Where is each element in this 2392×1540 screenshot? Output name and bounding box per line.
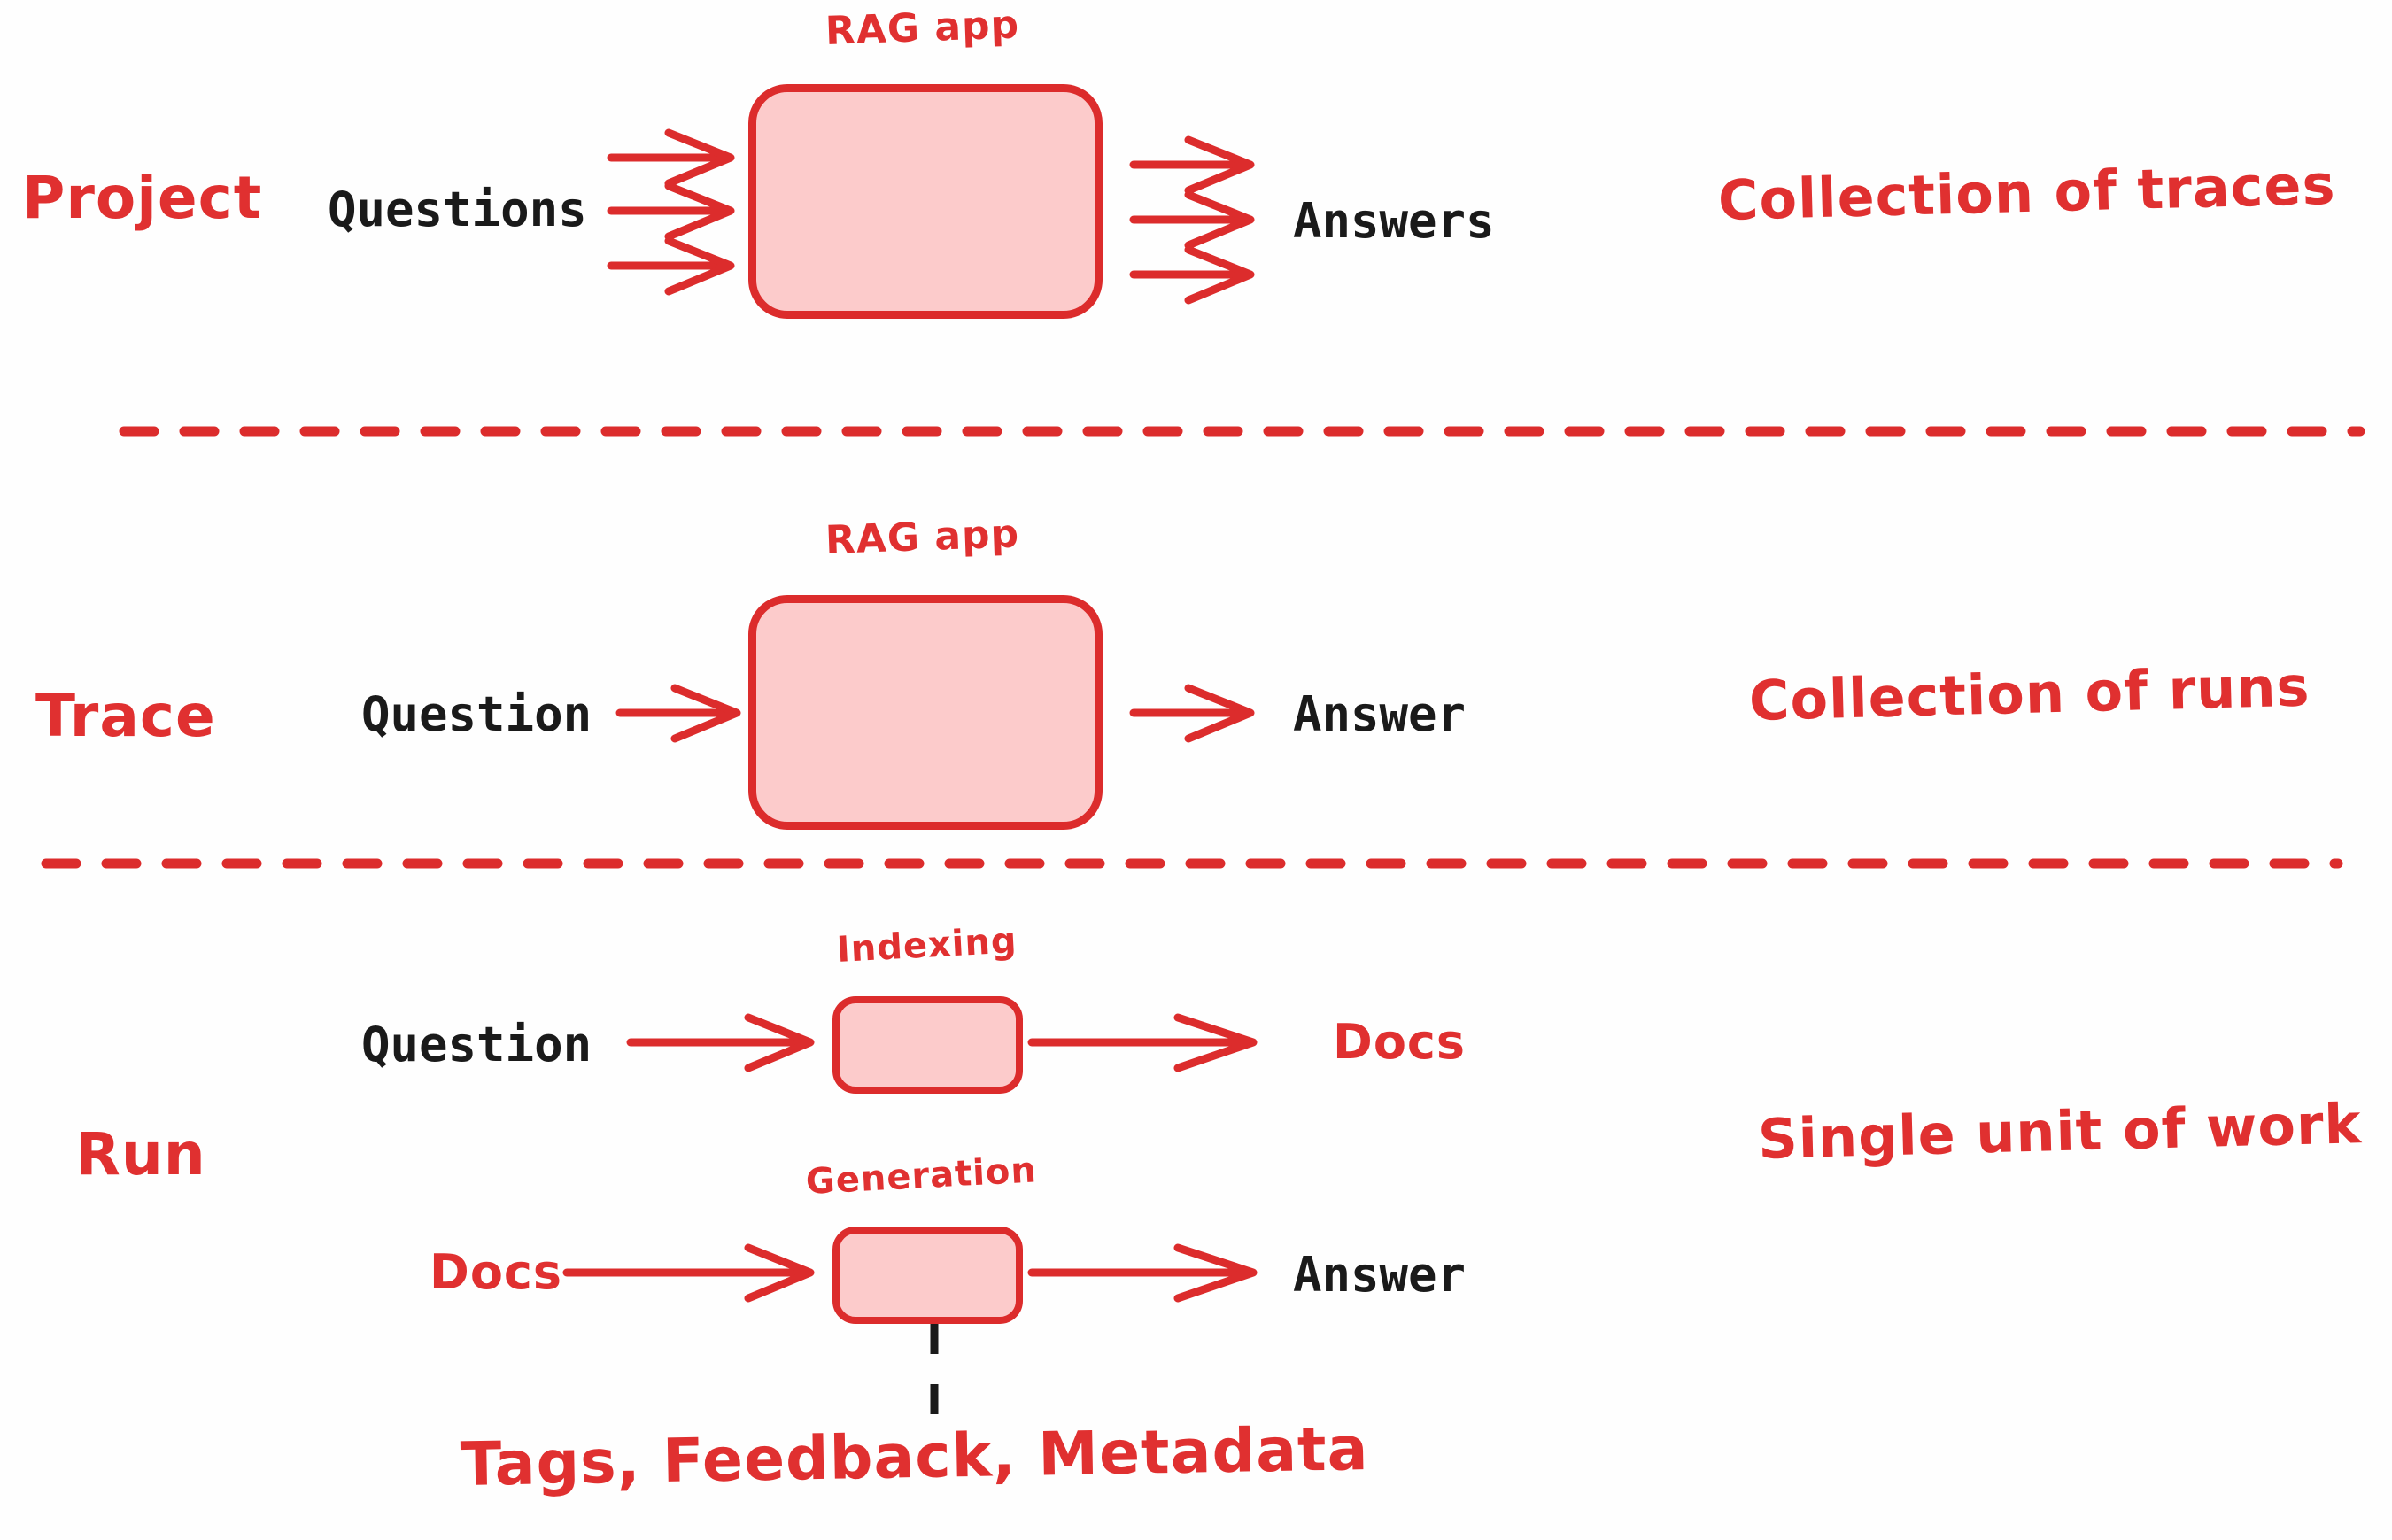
row-label-trace: Trace	[35, 682, 216, 750]
indexing-box[interactable]	[832, 996, 1023, 1094]
indexing-input-arrow	[626, 1013, 815, 1072]
project-output-label: Answers	[1293, 193, 1495, 249]
generation-output-label: Answer	[1293, 1247, 1467, 1303]
trace-box-label: RAG app	[824, 511, 1020, 563]
trace-input-arrow	[615, 684, 741, 743]
row-label-run: Run	[75, 1120, 206, 1188]
indexing-input-label: Question	[361, 1017, 592, 1072]
project-input-label: Questions	[328, 182, 587, 237]
generation-box-label: Generation	[804, 1149, 1038, 1203]
indexing-output-label: Docs	[1333, 1014, 1467, 1070]
project-rag-app-box[interactable]	[748, 84, 1103, 319]
trace-output-arrow	[1129, 684, 1255, 743]
project-box-label: RAG app	[824, 2, 1020, 54]
indexing-box-label: Indexing	[835, 920, 1018, 971]
generation-input-arrow	[562, 1243, 815, 1303]
trace-input-label: Question	[361, 686, 592, 742]
trace-rag-app-box[interactable]	[748, 595, 1103, 830]
generation-box[interactable]	[832, 1227, 1023, 1324]
row-description-project: Collection of traces	[1717, 151, 2337, 233]
row-label-project: Project	[22, 164, 263, 232]
project-output-arrows	[1129, 135, 1255, 305]
row-description-trace: Collection of runs	[1748, 654, 2311, 733]
generation-input-label: Docs	[430, 1244, 563, 1300]
indexing-output-arrow	[1027, 1013, 1258, 1072]
run-metadata-annotation: Tags, Feedback, Metadata	[460, 1414, 1370, 1500]
generation-output-arrow	[1027, 1243, 1258, 1303]
row-description-run: Single unit of work	[1757, 1091, 2363, 1172]
project-input-arrows	[607, 128, 735, 296]
trace-output-label: Answer	[1293, 686, 1467, 742]
